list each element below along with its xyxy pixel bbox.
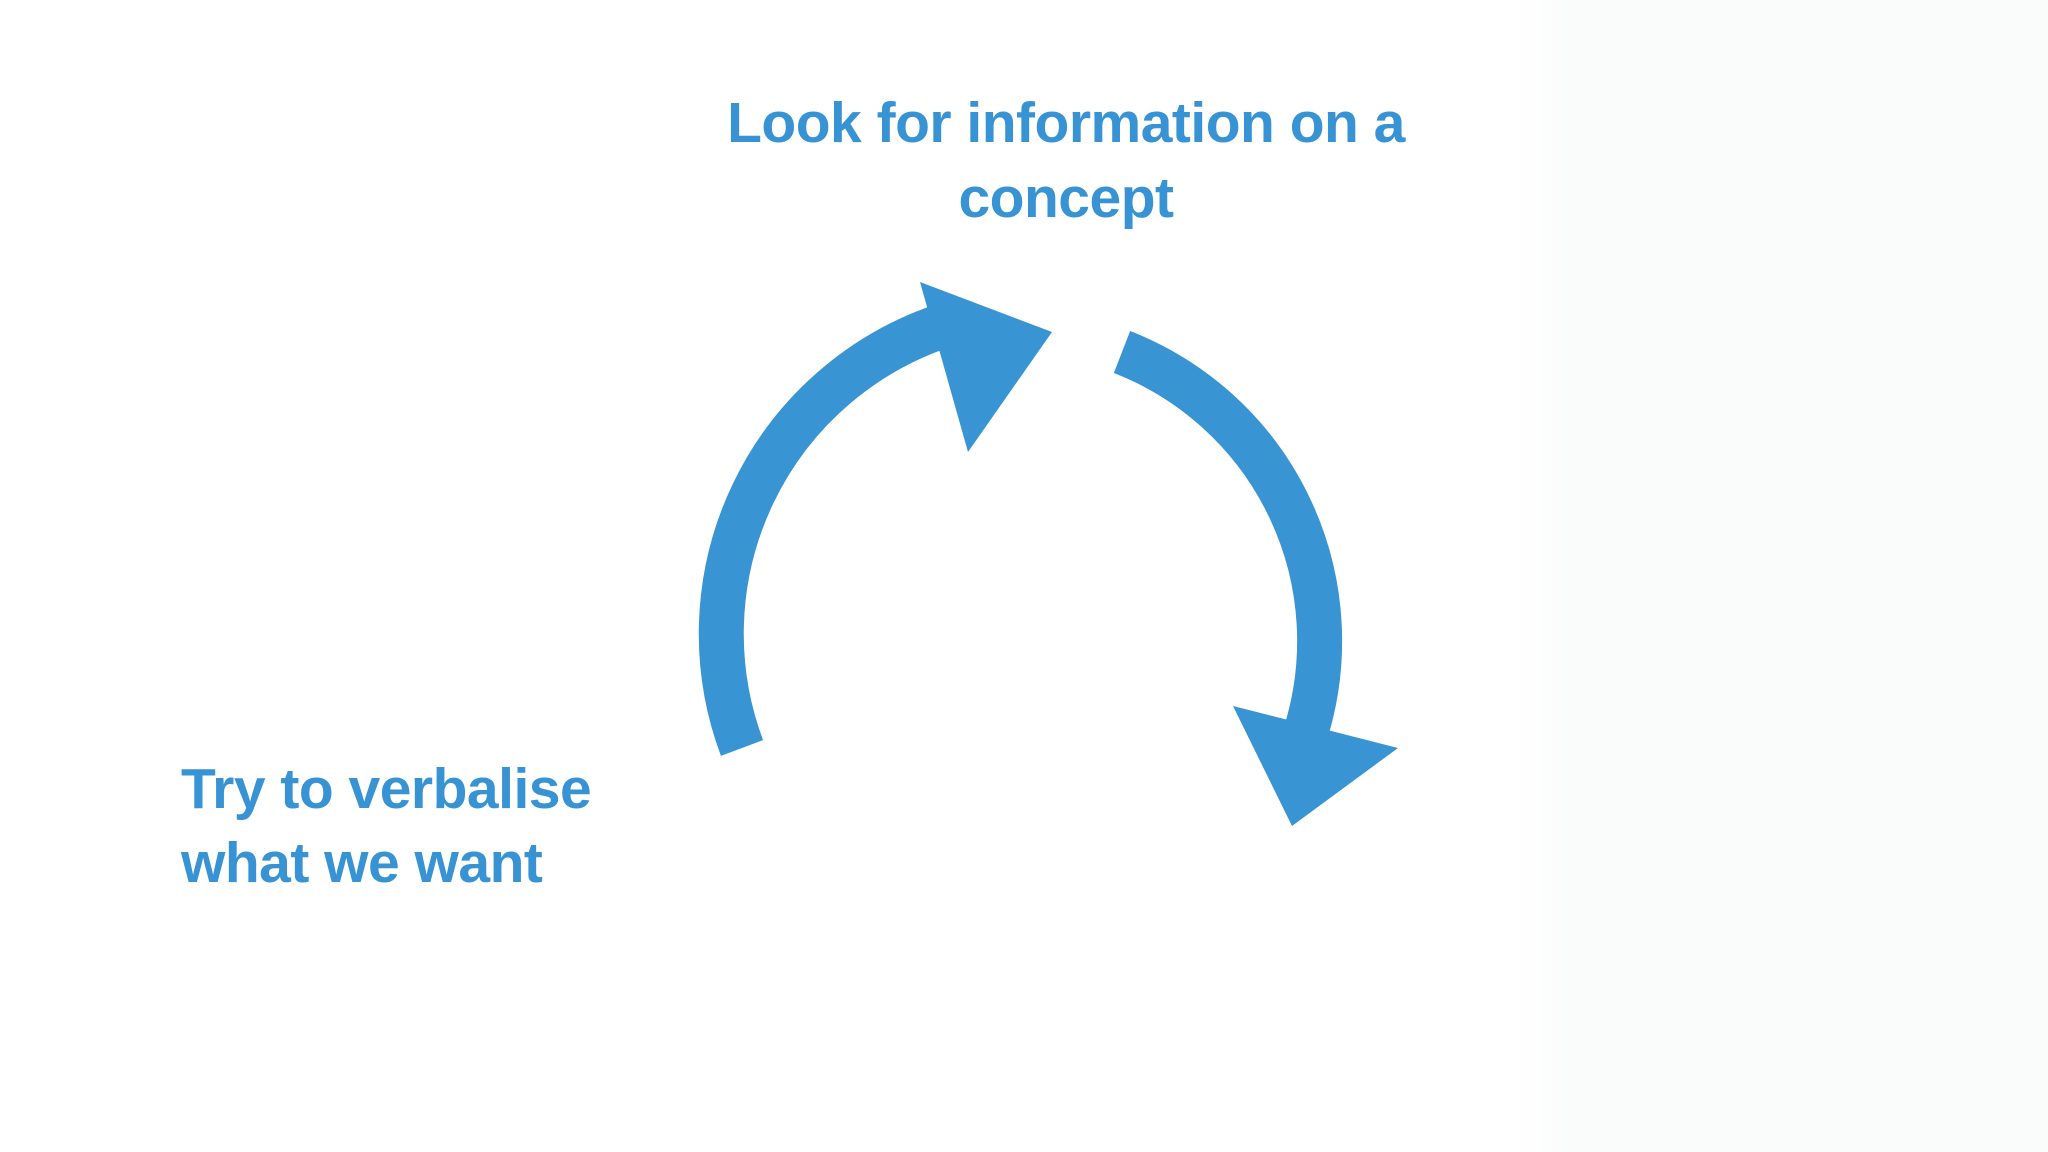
label-try-to-verbalise: Try to verbalise what we want xyxy=(181,757,592,895)
cycle-arrow-left-arc xyxy=(698,303,953,756)
cycle-arrow-right-arc xyxy=(1113,331,1343,742)
cycle-arrow-right xyxy=(1113,331,1398,826)
slide-title: Look for information on a concept xyxy=(727,91,1405,230)
cycle-arrow-right-arrowhead-icon xyxy=(1233,706,1398,826)
cycle-arrow-left xyxy=(698,282,1052,756)
cycle-arrow-left-arrowhead-icon xyxy=(920,282,1052,452)
